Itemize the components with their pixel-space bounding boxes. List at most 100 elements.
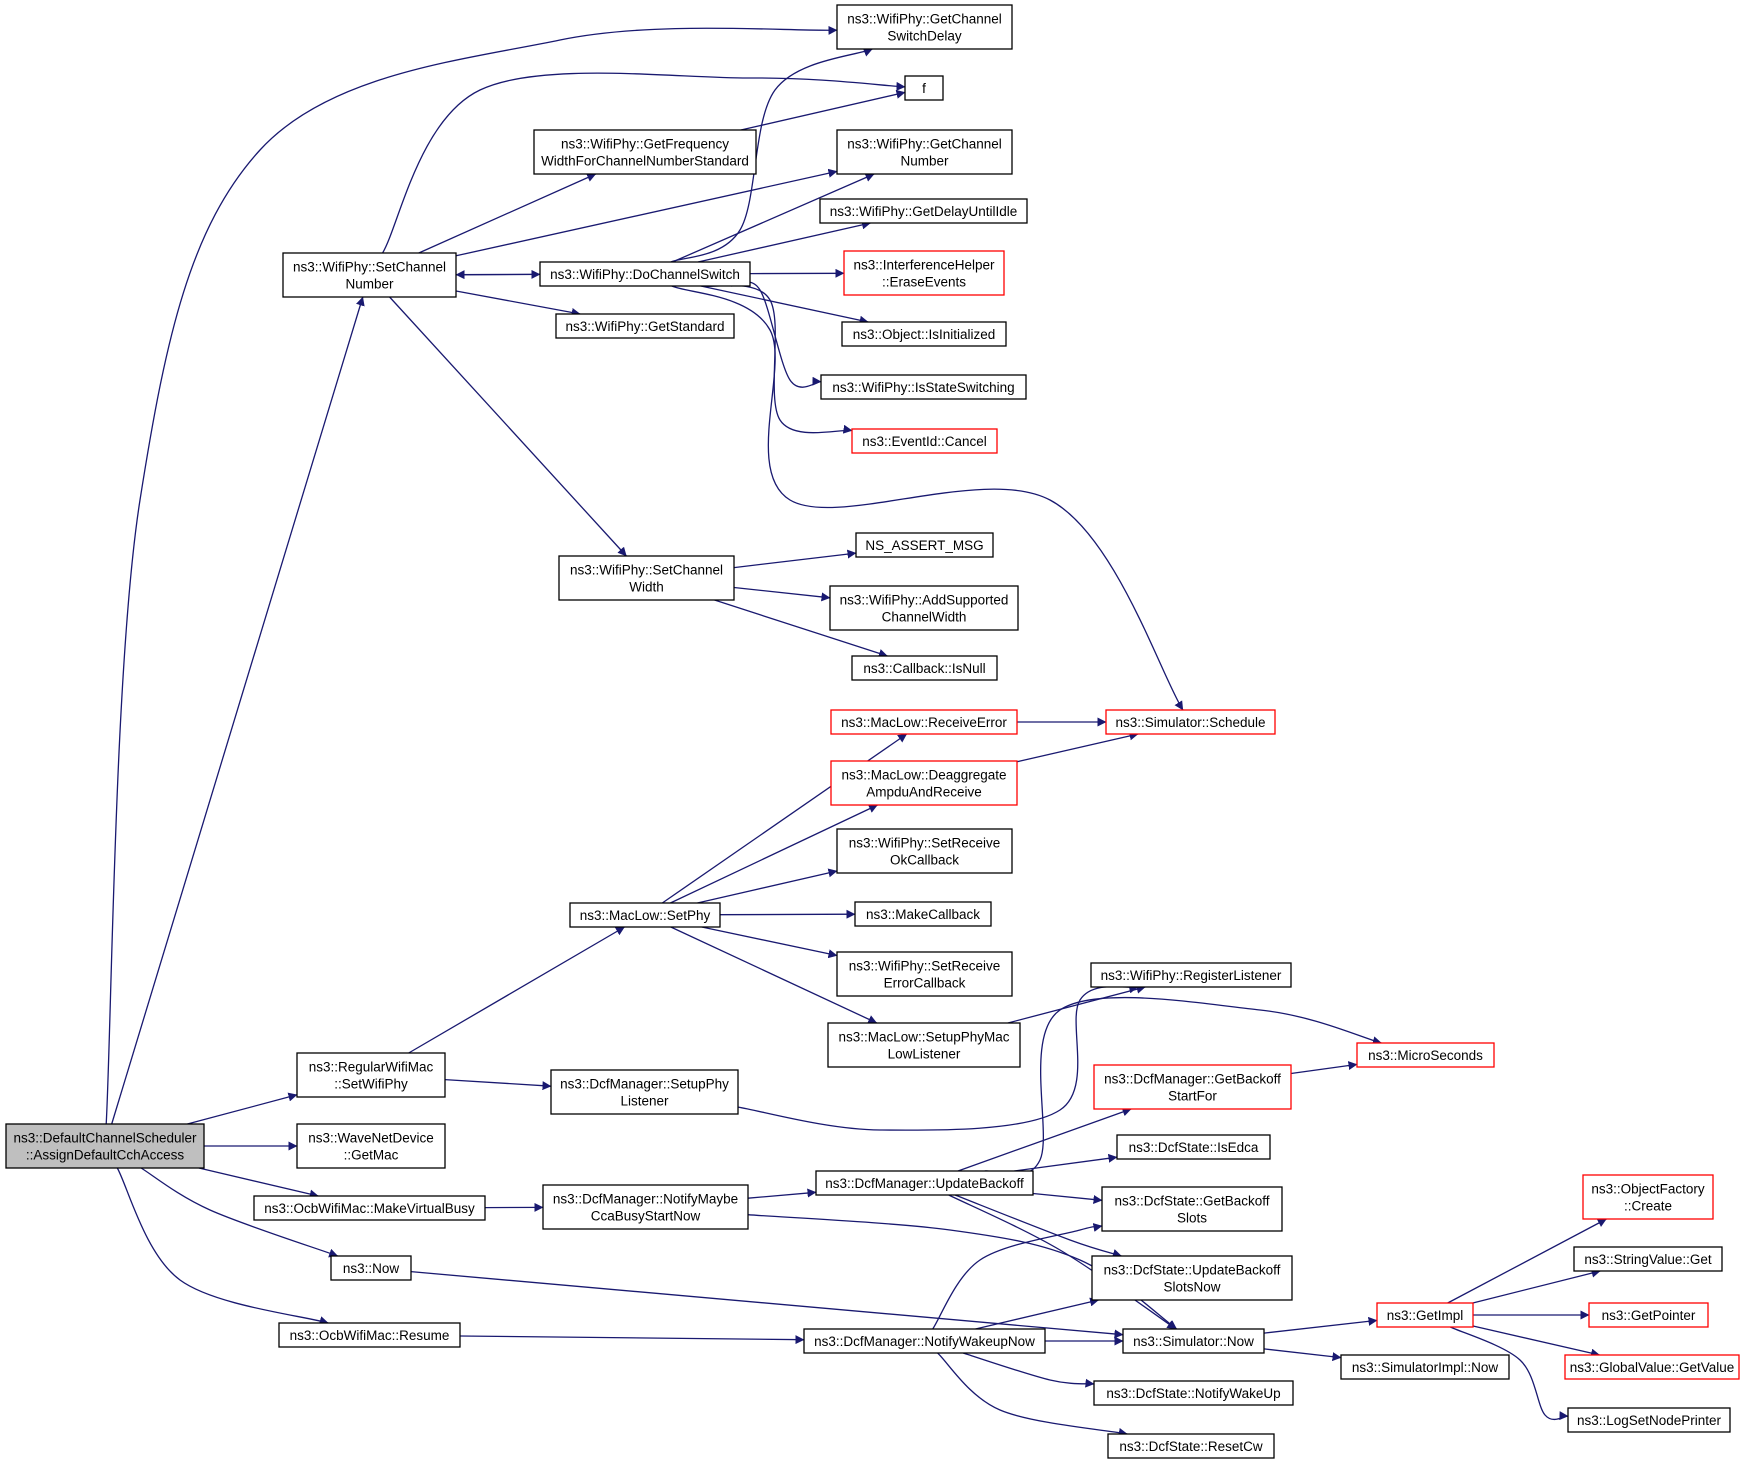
function-node-notifyWakeUp[interactable]: ns3::DcfState::NotifyWakeUp [1093,1380,1294,1406]
node-label-line: ns3::WifiPhy::GetFrequency [561,136,729,151]
call-edge-setChannelWidth-to-callbackIsNull [714,599,888,658]
function-node-now[interactable]: ns3::Now [330,1255,412,1281]
function-node-getDelayUntilIdle[interactable]: ns3::WifiPhy::GetDelayUntilIdle [819,198,1028,224]
function-node-waveGetMac[interactable]: ns3::WaveNetDevice::GetMac [296,1123,446,1169]
node-box [854,901,992,927]
node-box [1340,1354,1510,1380]
node-box [1091,1255,1293,1301]
function-node-isInitialized[interactable]: ns3::Object::IsInitialized [841,321,1007,347]
node-label-line: ns3::DcfState::UpdateBackoff [1104,1262,1281,1277]
call-edge-doChannelSwitch-to-isStateSwitching [731,281,822,388]
function-node-getPointer[interactable]: ns3::GetPointer [1588,1302,1709,1328]
node-box [1588,1302,1709,1328]
function-node-eraseEvents[interactable]: ns3::InterferenceHelper::EraseEvents [843,250,1005,296]
node-label-line: ErrorCallback [884,975,966,990]
node-box [542,1184,749,1230]
node-label-line: ns3::DcfManager::UpdateBackoff [825,1176,1024,1191]
call-edge-setChannelNumber-to-setChannelWidth [389,296,627,557]
call-edge-getImpl-to-globalValueGet [1472,1325,1601,1358]
call-edge-regularSetWifiPhy-to-macSetPhy [408,926,625,1054]
node-box [1573,1246,1723,1272]
function-node-doChannelSwitch[interactable]: ns3::WifiPhy::DoChannelSwitch [539,261,751,287]
function-node-nsAssertMsg[interactable]: NS_ASSERT_MSG [855,532,994,558]
function-node-simNow[interactable]: ns3::Simulator::Now [1122,1328,1265,1354]
function-node-notifyWakeupNow[interactable]: ns3::DcfManager::NotifyWakeupNow [803,1328,1046,1354]
function-node-isEdca[interactable]: ns3::DcfState::IsEdca [1116,1134,1271,1160]
function-node-f[interactable]: f [904,75,944,101]
node-box [830,709,1018,735]
call-edge-notifyWakeupNow-to-resetCw [937,1352,1128,1437]
function-node-getStandard[interactable]: ns3::WifiPhy::GetStandard [555,313,735,339]
function-node-eventCancel[interactable]: ns3::EventId::Cancel [851,428,998,454]
function-node-notifyMaybeCca[interactable]: ns3::DcfManager::NotifyMaybeCcaBusyStart… [542,1184,749,1230]
function-node-regularSetWifiPhy[interactable]: ns3::RegularWifiMac::SetWifiPhy [296,1052,446,1098]
node-box [1105,709,1276,735]
call-edge-root-to-getChannelSwitchDelay [105,25,838,1125]
call-edge-macSetPhy-to-receiveError [661,733,908,904]
call-edge-updateBackoff-to-microSeconds [984,996,1382,1176]
node-box [841,321,1007,347]
node-box [815,1170,1034,1196]
function-node-callbackIsNull[interactable]: ns3::Callback::IsNull [851,655,998,681]
call-edge-doChannelSwitch-to-isInitialized [700,285,869,325]
call-edge-setChannelWidth-to-addSupportedWidth [733,586,831,602]
call-edge-getFreqWidth-to-f [740,89,906,131]
function-node-objFactoryCreate[interactable]: ns3::ObjectFactory::Create [1582,1174,1714,1220]
node-label-line: f [922,81,926,96]
function-node-makeVirtualBusy[interactable]: ns3::OcbWifiMac::MakeVirtualBusy [253,1195,486,1221]
function-node-logSetNodePrinter[interactable]: ns3::LogSetNodePrinter [1567,1407,1731,1433]
node-label-line: Number [345,276,394,291]
function-node-resetCw[interactable]: ns3::DcfState::ResetCw [1107,1433,1275,1459]
node-label-line: ns3::WifiPhy::SetChannel [570,562,723,577]
function-node-updateBackoff[interactable]: ns3::DcfManager::UpdateBackoff [815,1170,1034,1196]
node-label-line: ns3::StringValue::Get [1584,1252,1712,1267]
node-label-line: ns3::DcfState::NotifyWakeUp [1106,1386,1280,1401]
node-label-line: Listener [620,1093,669,1108]
node-box [855,532,994,558]
function-node-receiveError[interactable]: ns3::MacLow::ReceiveError [830,709,1018,735]
node-label-line: ns3::RegularWifiMac [309,1059,434,1074]
function-node-stringValueGet[interactable]: ns3::StringValue::Get [1573,1246,1723,1272]
node-box [253,1195,486,1221]
function-node-simImplNow[interactable]: ns3::SimulatorImpl::Now [1340,1354,1510,1380]
call-edge-root-to-regularSetWifiPhy [187,1092,298,1125]
node-box [1122,1328,1265,1354]
function-node-simSchedule[interactable]: ns3::Simulator::Schedule [1105,709,1276,735]
node-label-line: ns3::GlobalValue::GetValue [1570,1360,1735,1375]
node-label-line: ns3::GetPointer [1602,1308,1696,1323]
function-node-root[interactable]: ns3::DefaultChannelScheduler::AssignDefa… [5,1123,205,1169]
function-node-macSetPhy[interactable]: ns3::MacLow::SetPhy [569,902,721,928]
node-box [278,1322,461,1348]
node-box [820,374,1027,400]
function-node-makeCallback[interactable]: ns3::MakeCallback [854,901,992,927]
call-edge-simNow-to-getImpl [1263,1316,1378,1334]
function-node-registerListener[interactable]: ns3::WifiPhy::RegisterListener [1090,962,1292,988]
function-node-getFreqWidth[interactable]: ns3::WifiPhy::GetFrequencyWidthForChanne… [533,129,757,175]
function-node-isStateSwitching[interactable]: ns3::WifiPhy::IsStateSwitching [820,374,1027,400]
function-node-resume[interactable]: ns3::OcbWifiMac::Resume [278,1322,461,1348]
node-box [5,1123,205,1169]
function-nodes: ns3::DefaultChannelScheduler::AssignDefa… [5,4,1740,1459]
node-label-line: Slots [1177,1210,1207,1225]
function-node-getImpl[interactable]: ns3::GetImpl [1376,1302,1474,1328]
node-label-line: ns3::ObjectFactory [1591,1181,1705,1196]
function-node-globalValueGet[interactable]: ns3::GlobalValue::GetValue [1564,1354,1740,1380]
function-node-microSeconds[interactable]: ns3::MicroSeconds [1356,1042,1495,1068]
node-label-line: ns3::WifiPhy::IsStateSwitching [832,380,1014,395]
node-label-line: ns3::DcfState::GetBackoff [1114,1193,1269,1208]
call-edge-updateBackoff-to-getBackoffStartFor [957,1107,1132,1172]
